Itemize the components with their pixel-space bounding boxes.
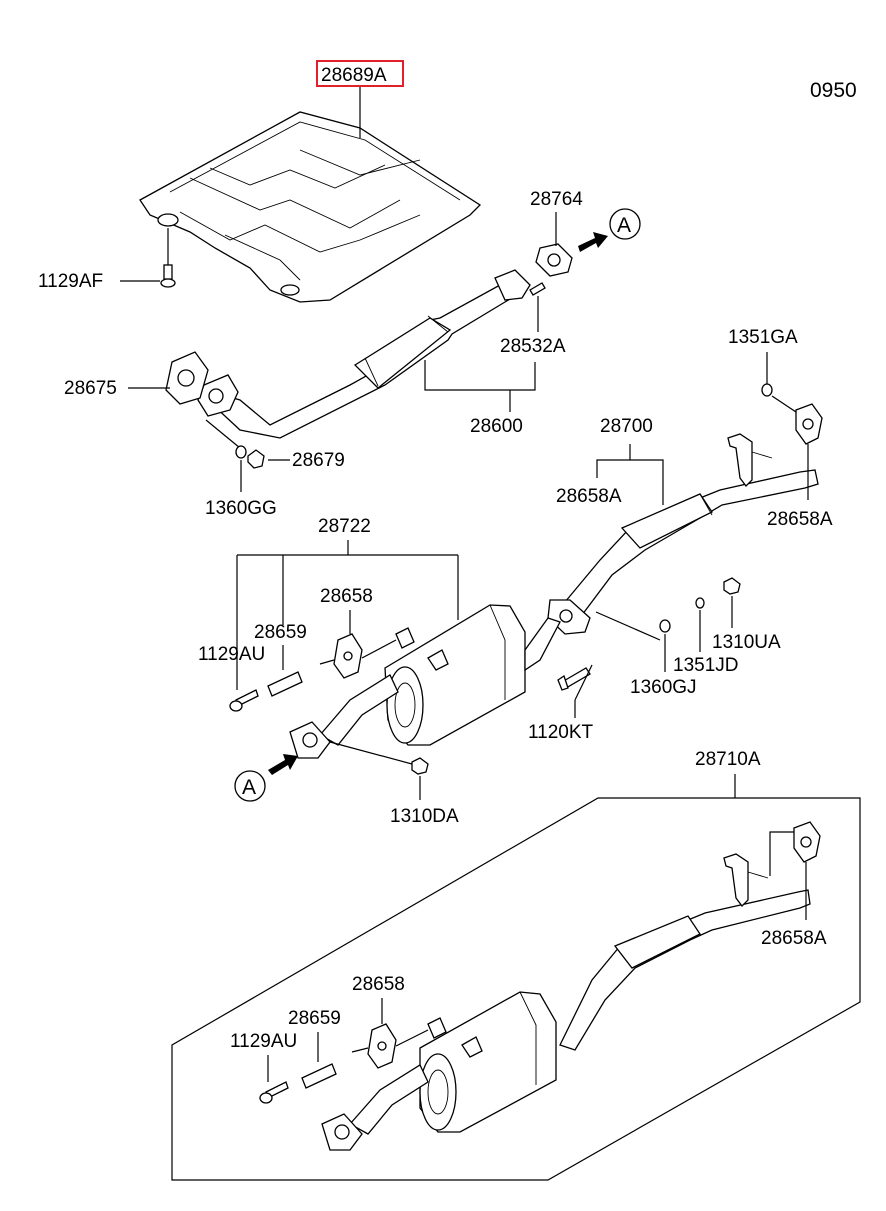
hanger-28658a-lower[interactable] bbox=[793, 821, 821, 863]
hanger-bracket-lower[interactable] bbox=[723, 831, 796, 907]
nut-1310da[interactable] bbox=[411, 757, 429, 775]
bolt-28532a[interactable] bbox=[529, 282, 546, 296]
main-muffler-28722[interactable] bbox=[289, 604, 561, 759]
gasket-28764[interactable] bbox=[535, 243, 573, 277]
label-28659[interactable]: 28659 bbox=[254, 622, 307, 643]
label-28679[interactable]: 28679 bbox=[292, 450, 345, 471]
spring-1360gj[interactable] bbox=[659, 619, 671, 633]
bolt-1120kt[interactable] bbox=[557, 667, 591, 691]
gasket-28675[interactable] bbox=[165, 351, 209, 405]
hanger-28658-lower[interactable] bbox=[367, 1017, 447, 1069]
connection-marker-a-bottom bbox=[234, 770, 266, 802]
nut-1310ua[interactable] bbox=[723, 577, 741, 595]
label-1120kt[interactable]: 1120KT bbox=[528, 722, 594, 743]
label-1351jd[interactable]: 1351JD bbox=[673, 655, 739, 676]
arrow-right-icon bbox=[578, 232, 608, 252]
hanger-bracket-upper[interactable] bbox=[727, 433, 773, 487]
label-28658a-left[interactable]: 28658A bbox=[556, 486, 622, 507]
label-28658a-lower[interactable]: 28658A bbox=[761, 928, 827, 949]
center-muffler-28700[interactable] bbox=[559, 469, 819, 623]
heat-shield-part[interactable] bbox=[139, 111, 482, 303]
label-28658a-right[interactable]: 28658A bbox=[767, 509, 833, 530]
highlight-box bbox=[316, 60, 404, 87]
front-pipe-28600[interactable] bbox=[197, 269, 531, 439]
label-28764[interactable]: 28764 bbox=[530, 189, 583, 210]
label-1310ua[interactable]: 1310UA bbox=[712, 632, 781, 653]
label-1129au[interactable]: 1129AU bbox=[198, 644, 265, 665]
label-1360gj[interactable]: 1360GJ bbox=[630, 677, 697, 698]
label-28689a[interactable]: 28689A bbox=[321, 65, 387, 86]
label-28658[interactable]: 28658 bbox=[320, 586, 373, 607]
hanger-28658a-right[interactable] bbox=[795, 403, 823, 445]
bolt-1129au-lower[interactable] bbox=[259, 1081, 289, 1104]
label-28700[interactable]: 28700 bbox=[600, 416, 653, 437]
label-1351ga[interactable]: 1351GA bbox=[728, 327, 798, 348]
label-28675[interactable]: 28675 bbox=[64, 378, 117, 399]
rear-assy-box bbox=[171, 797, 861, 1181]
spring-1351ga[interactable] bbox=[761, 383, 773, 397]
page-code: 0950 bbox=[810, 79, 857, 102]
label-1129af[interactable]: 1129AF bbox=[38, 271, 103, 292]
label-28532a[interactable]: 28532A bbox=[500, 336, 566, 357]
sleeve-28659[interactable] bbox=[267, 671, 303, 697]
spring-1360gg[interactable] bbox=[235, 445, 247, 459]
label-28600[interactable]: 28600 bbox=[470, 416, 523, 437]
arrow-right-icon-lower bbox=[268, 754, 298, 775]
rear-assy-28710a[interactable] bbox=[321, 889, 811, 1151]
bolt-1129af[interactable] bbox=[160, 228, 176, 288]
hanger-28658[interactable] bbox=[333, 627, 415, 679]
label-1310da[interactable]: 1310DA bbox=[390, 806, 459, 827]
label-28710a[interactable]: 28710A bbox=[695, 749, 761, 770]
marker-a-top-text: A bbox=[617, 214, 631, 237]
nut-28679[interactable] bbox=[247, 449, 265, 469]
connection-marker-a-top bbox=[609, 208, 641, 240]
marker-a-bottom-text: A bbox=[242, 776, 256, 799]
washer-1351jd[interactable] bbox=[695, 597, 705, 609]
bolt-1129au[interactable] bbox=[229, 689, 259, 712]
label-28658-lower[interactable]: 28658 bbox=[352, 974, 405, 995]
label-1360gg[interactable]: 1360GG bbox=[205, 498, 277, 519]
label-28722[interactable]: 28722 bbox=[318, 516, 371, 537]
sleeve-28659-lower[interactable] bbox=[301, 1063, 337, 1089]
label-28659-lower[interactable]: 28659 bbox=[288, 1008, 341, 1029]
label-1129au-lower[interactable]: 1129AU bbox=[230, 1031, 297, 1052]
